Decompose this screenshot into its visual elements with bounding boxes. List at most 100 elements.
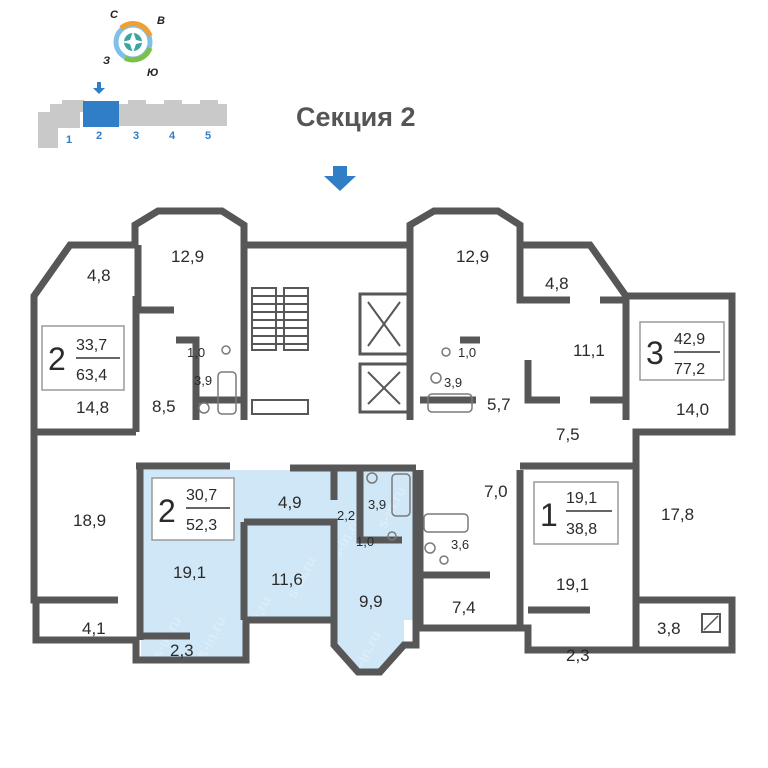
section-label-2: 2 <box>96 130 102 142</box>
apartment-living-1: 33,7 <box>76 337 107 354</box>
apartment-total-4: 38,8 <box>566 521 597 538</box>
wall-10 <box>524 360 560 404</box>
apartment-living-3: 30,7 <box>186 487 217 504</box>
bathtub-3-icon <box>391 473 411 517</box>
section-title: Секция 2 <box>296 102 416 132</box>
room-area-ab: 4,1 <box>82 619 106 638</box>
room-area-h: 3,9 <box>194 373 212 388</box>
apartment-rooms-2: 3 <box>646 335 664 371</box>
apartment-info-3: 2 30,7 52,3 <box>151 477 235 541</box>
section-label-5: 5 <box>205 130 211 142</box>
section-key: 1 2 3 4 5 <box>38 82 227 148</box>
bathtub-2-icon <box>427 393 473 413</box>
entry-arrow-icon <box>324 166 356 191</box>
apartment-total-1: 63,4 <box>76 367 107 384</box>
toilet-4-icon <box>439 555 449 565</box>
section-pointer-icon <box>93 82 105 94</box>
apartment-info-2: 3 42,9 77,2 <box>639 321 725 381</box>
stair-landing <box>251 399 309 415</box>
lift-1-cross-icon <box>367 301 401 347</box>
compass-ring-green <box>123 46 153 63</box>
room-area-ae: 2,3 <box>566 646 590 665</box>
section-label-3: 3 <box>133 130 139 142</box>
apartment-frame-3 <box>151 477 235 541</box>
apartment-rooms-3: 2 <box>158 493 176 529</box>
toilet-3-icon <box>387 531 397 541</box>
room-area-j: 8,5 <box>152 397 176 416</box>
toilet-1-icon <box>221 345 231 355</box>
room-area-aa: 19,1 <box>556 575 589 594</box>
section-block-2 <box>83 101 119 127</box>
toilet-2-icon <box>441 347 451 357</box>
room-area-r: 3,9 <box>368 497 386 512</box>
room-area-k: 5,7 <box>487 395 511 414</box>
stairwell <box>251 287 309 415</box>
apartment-info-1: 2 33,7 63,4 <box>41 325 125 391</box>
section-block-1c <box>62 100 84 112</box>
lift-2-cross-icon <box>367 371 401 405</box>
apartment-total-2: 77,2 <box>674 361 705 378</box>
stair-steps <box>252 295 308 345</box>
room-area-c: 12,9 <box>456 247 489 266</box>
room-area-s: 2,2 <box>337 508 355 523</box>
room-area-e: 11,1 <box>573 341 605 360</box>
lift-2 <box>358 362 410 414</box>
room-areas: 4,8 12,9 12,9 4,8 11,1 1,0 1,0 3,9 3,9 8… <box>73 247 709 665</box>
compass-south: Ю <box>147 67 158 79</box>
compass-east: В <box>157 15 165 27</box>
compass-ring-orange <box>119 21 153 37</box>
room-area-n: 7,5 <box>556 425 580 444</box>
room-area-w: 19,1 <box>173 563 206 582</box>
room-area-x: 11,6 <box>271 570 303 589</box>
bathtub-1-icon <box>217 371 237 415</box>
wall-5 <box>134 245 174 314</box>
room-area-ad: 2,3 <box>170 641 194 660</box>
shaft-icon <box>701 613 721 633</box>
room-area-v: 17,8 <box>661 505 694 524</box>
room-area-b: 12,9 <box>171 247 204 266</box>
room-area-d: 4,8 <box>545 274 569 293</box>
room-area-q: 7,0 <box>484 482 508 501</box>
apartment-rooms-1: 2 <box>48 341 66 377</box>
apartment-living-4: 19,1 <box>566 490 597 507</box>
lift-1 <box>358 292 410 356</box>
wall-29 <box>176 336 200 420</box>
wall-7 <box>516 245 570 304</box>
section-block-5b <box>200 100 218 106</box>
wall-31 <box>356 470 402 544</box>
room-area-m: 14,0 <box>676 400 709 419</box>
apartment-frame-4 <box>533 481 619 545</box>
room-area-y: 9,9 <box>359 592 383 611</box>
room-area-p: 4,9 <box>278 493 302 512</box>
compass-west: З <box>103 55 110 67</box>
compass-star-icon <box>121 31 145 53</box>
apartment-total-3: 52,3 <box>186 517 217 534</box>
room-area-u: 3,6 <box>451 537 469 552</box>
room-area-o: 18,9 <box>73 511 106 530</box>
room-area-g: 1,0 <box>458 345 476 360</box>
section-block-3 <box>119 104 155 126</box>
sink-2-icon <box>430 372 442 384</box>
room-area-t: 1,0 <box>356 534 374 549</box>
fixtures <box>198 345 721 633</box>
room-area-l: 14,8 <box>76 398 109 417</box>
room-area-i: 3,9 <box>444 375 462 390</box>
wall-25 <box>636 596 736 654</box>
compass: С В З Ю <box>103 9 165 79</box>
apartment-rooms-4: 1 <box>540 497 558 533</box>
apartment-info-4: 1 19,1 38,8 <box>533 481 619 545</box>
section-label-4: 4 <box>169 130 176 142</box>
room-area-a: 4,8 <box>87 266 111 285</box>
sink-4-icon <box>424 542 436 554</box>
sink-1-icon <box>198 402 210 414</box>
lift-shafts <box>358 292 410 414</box>
room-area-f: 1,0 <box>187 345 205 360</box>
compass-north: С <box>110 9 119 21</box>
apartment-frame-2 <box>639 321 725 381</box>
wall-16 <box>244 518 338 620</box>
room-area-z: 7,4 <box>452 598 476 617</box>
walls <box>30 207 736 676</box>
room-area-ac: 3,8 <box>657 619 681 638</box>
section-block-5 <box>191 104 227 126</box>
